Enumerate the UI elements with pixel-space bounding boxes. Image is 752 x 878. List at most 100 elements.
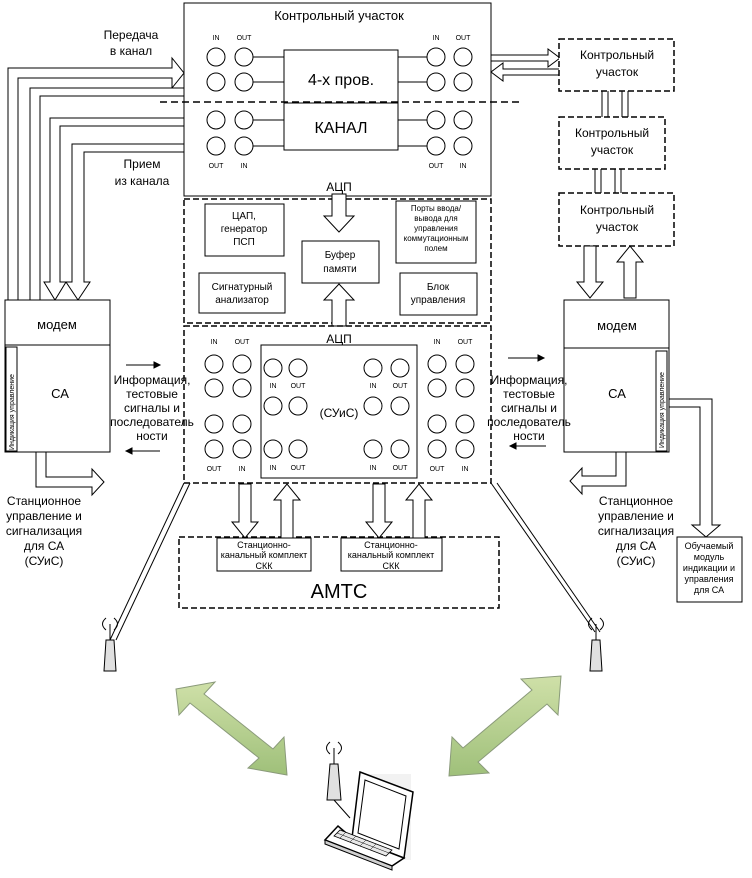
control-unit-line-1: Блок bbox=[427, 282, 450, 293]
port-label-in: IN bbox=[270, 465, 277, 472]
adc-arrow-up bbox=[322, 283, 356, 327]
buffer-line-1: Буфер bbox=[325, 249, 356, 261]
port-label-out: OUT bbox=[291, 383, 307, 390]
port-label-in: IN bbox=[370, 465, 377, 472]
wireless-link-left-arrow bbox=[175, 681, 288, 776]
station-right-3: сигнализация bbox=[598, 524, 674, 538]
ports-line-1: Порты ввода/ bbox=[411, 204, 462, 213]
port-label-in: IN bbox=[434, 339, 441, 346]
signature-line-1: Сигнатурный bbox=[212, 282, 273, 293]
skk-arrows bbox=[230, 483, 434, 539]
right-channel-lines bbox=[490, 48, 561, 82]
remote-2-line-2: участок bbox=[591, 143, 634, 157]
jack-group-switch-inner-left bbox=[263, 358, 308, 459]
station-left-arrow bbox=[35, 451, 105, 497]
transmit-label-1: Передача bbox=[104, 28, 159, 42]
ports-line-4: коммутационным bbox=[404, 234, 469, 243]
modem-left-label: модем bbox=[37, 317, 77, 332]
transmit-label-2: в канал bbox=[110, 44, 152, 58]
station-right-4: для СА bbox=[616, 539, 656, 553]
remote-links-2 bbox=[594, 169, 622, 193]
adc-top-label: АЦП bbox=[326, 180, 352, 194]
port-label-out: OUT bbox=[429, 163, 445, 170]
port-label-out: OUT bbox=[393, 465, 409, 472]
skk-left-box bbox=[216, 537, 312, 572]
signature-line-2: анализатор bbox=[215, 295, 269, 306]
remote-links-1 bbox=[601, 91, 629, 117]
remote-1-line-2: участок bbox=[596, 65, 639, 79]
sa-left-label: СА bbox=[51, 386, 69, 401]
port-label-out: OUT bbox=[430, 466, 446, 473]
port-label-out: OUT bbox=[456, 35, 472, 42]
skk-right-line-2: канальный комплект bbox=[348, 550, 435, 560]
info-right-3: сигналы и bbox=[501, 401, 557, 415]
ports-line-2: вывода для bbox=[414, 214, 457, 223]
adc-bottom-label: АЦП bbox=[326, 332, 352, 346]
station-left-5: (СУиС) bbox=[25, 554, 64, 568]
adc-arrow-down bbox=[322, 193, 356, 233]
info-left-2: тестовые bbox=[126, 387, 178, 401]
laptop-icon bbox=[323, 770, 414, 871]
antenna-cables bbox=[109, 482, 601, 641]
indication-strip-right bbox=[655, 350, 668, 452]
port-label-out: OUT bbox=[393, 383, 409, 390]
indication-strip-left bbox=[5, 346, 18, 452]
skk-left-line-1: Станционно- bbox=[237, 540, 291, 550]
channel-label: КАНАЛ bbox=[314, 120, 367, 137]
info-left-arrows bbox=[124, 361, 162, 455]
laptop-antenna-icon bbox=[326, 741, 351, 819]
control-unit-line-2: управления bbox=[411, 295, 466, 306]
station-right-2: управление и bbox=[598, 509, 674, 523]
remote-3-line-1: Контрольный bbox=[580, 203, 654, 217]
port-label-out: OUT bbox=[237, 35, 253, 42]
remote-2-line-1: Контрольный bbox=[575, 126, 649, 140]
jack-group-switch-inner-right bbox=[363, 358, 410, 459]
remote-1-line-1: Контрольный bbox=[580, 48, 654, 62]
ports-line-3: управления bbox=[414, 224, 458, 233]
jack-group-top-left bbox=[206, 47, 254, 156]
info-right-1: Информация, bbox=[491, 373, 568, 387]
port-label-in: IN bbox=[462, 466, 469, 473]
ports-line-5: полем bbox=[424, 244, 447, 253]
port-label-out: OUT bbox=[209, 163, 225, 170]
amts-label: АМТС bbox=[311, 581, 368, 603]
control-unit-box bbox=[399, 272, 478, 316]
info-right-2: тестовые bbox=[503, 387, 555, 401]
remote-3-line-2: участок bbox=[596, 220, 639, 234]
station-right-1: Станционное bbox=[599, 494, 674, 508]
port-label-in: IN bbox=[211, 339, 218, 346]
jack-group-switch-left bbox=[204, 354, 252, 459]
port-label-out: OUT bbox=[235, 339, 251, 346]
skk-right-line-1: Станционно- bbox=[364, 540, 418, 550]
station-right-arrow bbox=[569, 451, 627, 496]
port-label-out: OUT bbox=[458, 339, 474, 346]
port-label-in: IN bbox=[433, 35, 440, 42]
antenna-left-icon bbox=[102, 617, 118, 672]
buffer-box bbox=[301, 240, 380, 284]
port-label-in: IN bbox=[370, 383, 377, 390]
trained-module-1: Обучаемый bbox=[685, 541, 734, 551]
dac-line-2: генератор bbox=[221, 224, 268, 235]
trained-module-3: индикации и bbox=[683, 563, 735, 573]
info-left-1: Информация, bbox=[114, 373, 191, 387]
remote-section-3 bbox=[558, 192, 675, 247]
port-label-out: OUT bbox=[207, 466, 223, 473]
dac-line-3: ПСП bbox=[233, 237, 255, 248]
modem-right-label: модем bbox=[597, 318, 637, 333]
indication-left-label: Индикация управление bbox=[9, 374, 16, 450]
to-trained-module-arrow bbox=[668, 398, 722, 538]
jack-group-switch-right bbox=[427, 354, 475, 459]
transmit-arrow bbox=[7, 56, 185, 301]
jack-wires bbox=[253, 56, 427, 147]
port-label-in: IN bbox=[460, 163, 467, 170]
switching-field-block bbox=[183, 325, 492, 484]
info-left-4: последователь bbox=[110, 415, 194, 429]
receive-label-2: из канала bbox=[115, 174, 170, 188]
signature-box bbox=[198, 272, 286, 314]
trained-module-4: управления bbox=[684, 574, 733, 584]
remote-to-modem-arrows bbox=[575, 245, 645, 299]
receive-label-1: Прием bbox=[124, 157, 161, 171]
remote-section-2 bbox=[558, 116, 666, 170]
amts-block bbox=[178, 536, 500, 609]
